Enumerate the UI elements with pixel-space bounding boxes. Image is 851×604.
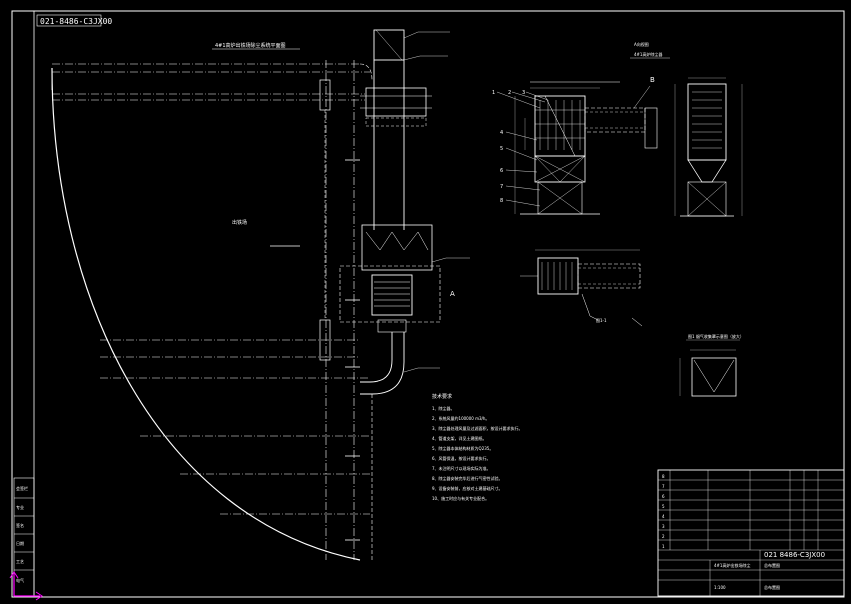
note-6: 6、风管保温，按设计要求执行。 bbox=[432, 455, 491, 461]
drawing-number-box bbox=[36, 14, 102, 27]
part-number-3: 3 bbox=[522, 90, 525, 96]
section-view: 图1-1 bbox=[520, 249, 643, 327]
note-7: 7、未注明尺寸以现场实际为准。 bbox=[432, 465, 491, 471]
side-view-a-title: A向视图 bbox=[634, 41, 649, 47]
main-view-title: 4#1高炉出铁场除尘系统平面图 bbox=[215, 42, 286, 49]
outer-frame bbox=[11, 10, 845, 598]
drawing-number: 021-8486-C3JX00 bbox=[40, 17, 112, 26]
note-9: 9、设备安装前，应核对土建基础尺寸。 bbox=[432, 485, 503, 491]
svg-text:2: 2 bbox=[662, 534, 665, 539]
title-block-number: 021 8486-C3JX00 bbox=[764, 551, 825, 559]
left-signoff-strip: 会签栏 专业 签名 日期 工艺 电气 bbox=[13, 477, 35, 597]
svg-text:6: 6 bbox=[662, 494, 665, 499]
left-strip-0: 会签栏 bbox=[16, 485, 28, 491]
side-view-a-subtitle: 4#1高炉除尘器 bbox=[634, 51, 662, 57]
section-view-title: 图1-1 bbox=[596, 317, 607, 323]
small-detail-title: 图1 烟气收集罩示意图（放大） bbox=[688, 333, 744, 339]
main-plan-view: 4#1高炉出铁场除尘系统平面图 bbox=[51, 29, 470, 561]
annot-a-main: A bbox=[450, 290, 455, 298]
side-view bbox=[674, 77, 743, 217]
small-detail-view: 图1 烟气收集罩示意图（放大） bbox=[679, 333, 744, 397]
note-2: 2、系统风量约100000 m3/h。 bbox=[432, 415, 489, 421]
ucs-axis-icon bbox=[9, 571, 43, 601]
part-number-2: 2 bbox=[508, 90, 511, 96]
part-number-8: 8 bbox=[500, 198, 503, 204]
svg-text:4: 4 bbox=[662, 514, 665, 519]
left-strip-2: 签名 bbox=[16, 522, 24, 528]
center-label: 出铁场 bbox=[232, 219, 247, 226]
note-8: 8、除尘器安装完毕后进行气密性试验。 bbox=[432, 475, 503, 481]
annot-b: B bbox=[650, 76, 655, 84]
part-number-1: 1 bbox=[492, 90, 495, 96]
left-strip-3: 日期 bbox=[16, 540, 24, 546]
svg-text:3: 3 bbox=[662, 524, 665, 529]
svg-text:8: 8 bbox=[662, 474, 665, 479]
left-strip-4: 工艺 bbox=[16, 559, 24, 564]
notes-title: 技术要求 bbox=[432, 393, 452, 400]
svg-text:7: 7 bbox=[662, 484, 665, 489]
title-block-project: 4#1高炉出铁场除尘 bbox=[714, 562, 750, 568]
note-5: 5、除尘器本体结构材质为Q235。 bbox=[432, 445, 493, 451]
left-strip-1: 专业 bbox=[16, 504, 24, 510]
note-1: 1、除尘器。 bbox=[432, 405, 455, 411]
note-4: 4、管道支架，详见土建图纸。 bbox=[432, 435, 487, 441]
part-number-7: 7 bbox=[500, 184, 503, 190]
svg-text:5: 5 bbox=[662, 504, 665, 509]
inner-frame bbox=[33, 10, 845, 598]
title-block: 8 7 6 5 4 3 2 1 021 8486-C3JX00 总布置图 4#1… bbox=[657, 469, 845, 597]
note-3: 3、除尘器处理风量及过滤面积，按设计要求执行。 bbox=[432, 425, 523, 431]
elevation-view: A向视图 4#1高炉除尘器 B bbox=[492, 41, 670, 215]
part-number-6: 6 bbox=[500, 168, 503, 174]
svg-text:1: 1 bbox=[662, 544, 665, 549]
part-number-4: 4 bbox=[500, 130, 503, 136]
part-number-5: 5 bbox=[500, 146, 503, 152]
title-block-drawing-name: 总布置图 bbox=[764, 562, 780, 568]
title-block-scale: 1:100 bbox=[714, 585, 726, 590]
technical-notes: 技术要求 1、除尘器。 2、系统风量约100000 m3/h。 3、除尘器处理风… bbox=[432, 393, 523, 501]
note-10: 10、施工时应与有关专业配合。 bbox=[432, 495, 489, 501]
sheet-label: 总布置图 bbox=[764, 584, 780, 590]
left-strip-5: 电气 bbox=[16, 577, 24, 583]
